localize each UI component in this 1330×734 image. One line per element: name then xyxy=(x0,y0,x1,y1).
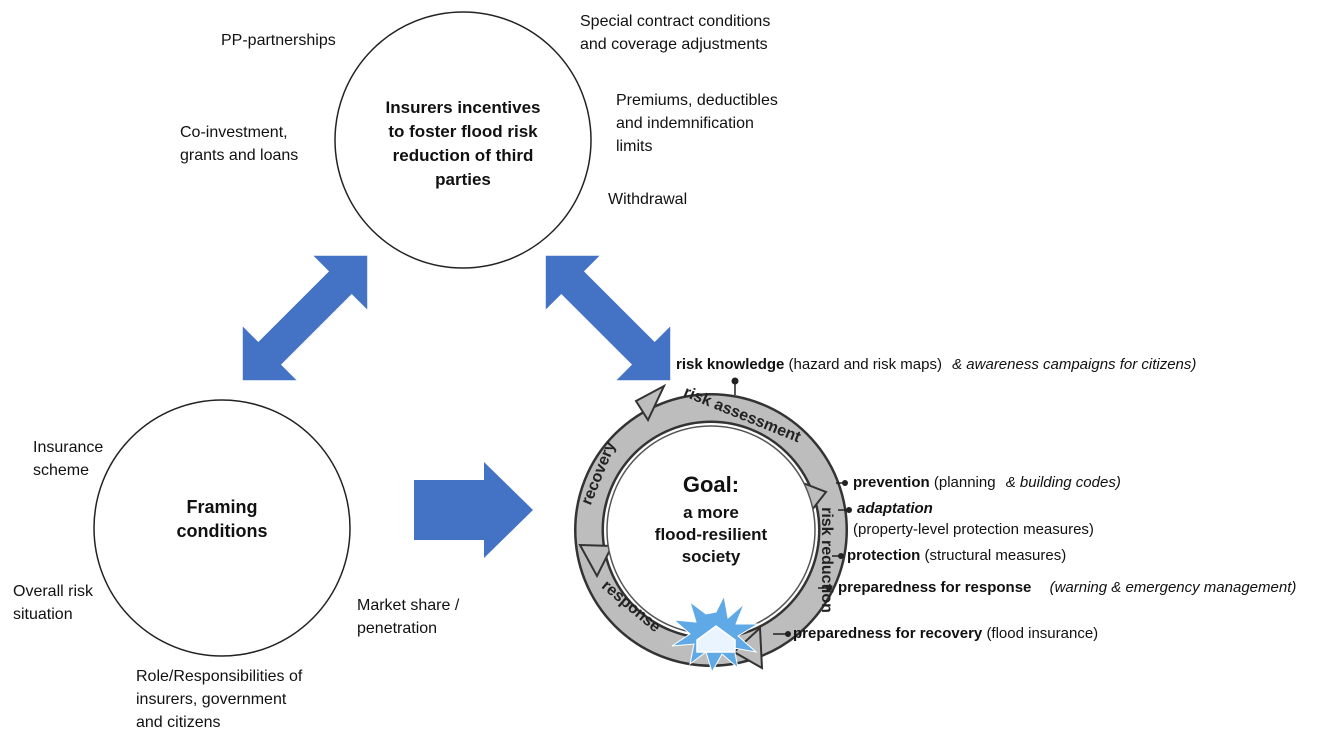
item-protection: protection (structural measures) xyxy=(847,547,1066,564)
label-premiums-line-3: limits xyxy=(616,138,653,155)
double-arrow-left xyxy=(242,255,368,381)
item-risk-knowledge-rest: (hazard and risk maps) xyxy=(788,356,942,373)
label-coinvestment-line-2: grants and loans xyxy=(180,147,299,164)
label-coinvestment: Co-investment, grants and loans xyxy=(180,121,298,167)
left-circle xyxy=(93,399,351,657)
top-title-line-3: reduction of third xyxy=(392,146,534,165)
label-roles: Role/Responsibilities of insurers, gover… xyxy=(136,665,302,734)
item-risk-knowledge: risk knowledge (hazard and risk maps) & … xyxy=(676,356,1196,373)
label-special-contract-line-2: and coverage adjustments xyxy=(580,36,768,53)
item-prep-response-bold: preparedness for response xyxy=(838,579,1032,596)
label-special-contract: Special contract conditions and coverage… xyxy=(580,10,770,56)
label-roles-line-2: insurers, government xyxy=(136,691,287,708)
label-market-line-2: penetration xyxy=(357,620,438,637)
label-overall-line-1: Overall risk xyxy=(13,583,94,600)
double-arrow-right xyxy=(545,255,671,381)
goal-line-3: flood-resilient xyxy=(655,525,768,544)
label-special-contract-line-1: Special contract conditions xyxy=(580,13,771,30)
arc-label-risk-reduction: risk reduction xyxy=(818,507,835,613)
item-adaptation-bold: adaptation xyxy=(857,500,933,517)
top-title-line-1: Insurers incentives xyxy=(385,98,541,117)
label-overall-line-2: situation xyxy=(13,606,73,623)
label-premiums-line-1: Premiums, deductibles xyxy=(616,92,778,109)
label-roles-line-1: Role/Responsibilities of xyxy=(136,668,303,685)
arrow-to-cycle xyxy=(414,462,533,558)
top-title-line-4: parties xyxy=(435,170,491,189)
left-title-line-2: conditions xyxy=(176,521,268,541)
label-roles-line-3: and citizens xyxy=(136,714,221,731)
item-prep-recovery-bold: preparedness for recovery xyxy=(793,625,983,642)
label-premiums: Premiums, deductibles and indemnificatio… xyxy=(616,89,778,158)
label-insurance-scheme: Insurance scheme xyxy=(33,436,103,482)
item-protection-rest: (structural measures) xyxy=(924,547,1067,564)
item-prep-recovery-rest: (flood insurance) xyxy=(986,625,1099,642)
item-protection-bold: protection xyxy=(847,547,921,564)
item-adaptation-detail: (property-level protection measures) xyxy=(853,521,1094,538)
item-risk-knowledge-add: & awareness campaigns for citizens) xyxy=(952,356,1197,373)
item-prevention-bold: prevention xyxy=(853,474,930,491)
item-risk-knowledge-bold: risk knowledge xyxy=(676,356,785,373)
label-overall-risk: Overall risk situation xyxy=(13,580,93,626)
left-circle-title: Framing conditions xyxy=(150,495,294,543)
item-prep-response: preparedness for response (warning & eme… xyxy=(838,579,1296,596)
goal-line-2: a more xyxy=(683,503,739,522)
label-insurance-line-2: scheme xyxy=(33,462,90,479)
top-circle xyxy=(334,11,592,269)
item-prep-response-add: (warning & emergency management) xyxy=(1049,579,1297,596)
item-prevention: prevention (planning & building codes) xyxy=(853,474,1121,491)
label-coinvestment-line-1: Co-investment, xyxy=(180,124,288,141)
item-prevention-rest: (planning xyxy=(933,474,996,491)
top-title-line-2: to foster flood risk xyxy=(388,122,538,141)
label-market-line-1: Market share / xyxy=(357,597,460,614)
left-title-line-1: Framing xyxy=(186,497,258,517)
top-circle-title: Insurers incentives to foster flood risk… xyxy=(355,96,571,192)
label-insurance-line-1: Insurance xyxy=(33,439,104,456)
item-prevention-add: & building codes) xyxy=(1005,474,1121,491)
label-withdrawal: Withdrawal xyxy=(608,191,688,208)
label-pp-partnerships: PP-partnerships xyxy=(221,32,336,49)
item-prep-recovery: preparedness for recovery (flood insuran… xyxy=(793,625,1098,642)
item-adaptation: adaptation xyxy=(857,500,933,517)
label-premiums-line-2: and indemnification xyxy=(616,115,754,132)
goal-line-1: Goal: xyxy=(683,472,739,497)
label-market-share: Market share / penetration xyxy=(357,594,459,640)
goal-line-4: society xyxy=(682,547,741,566)
resilience-cycle xyxy=(574,377,852,674)
